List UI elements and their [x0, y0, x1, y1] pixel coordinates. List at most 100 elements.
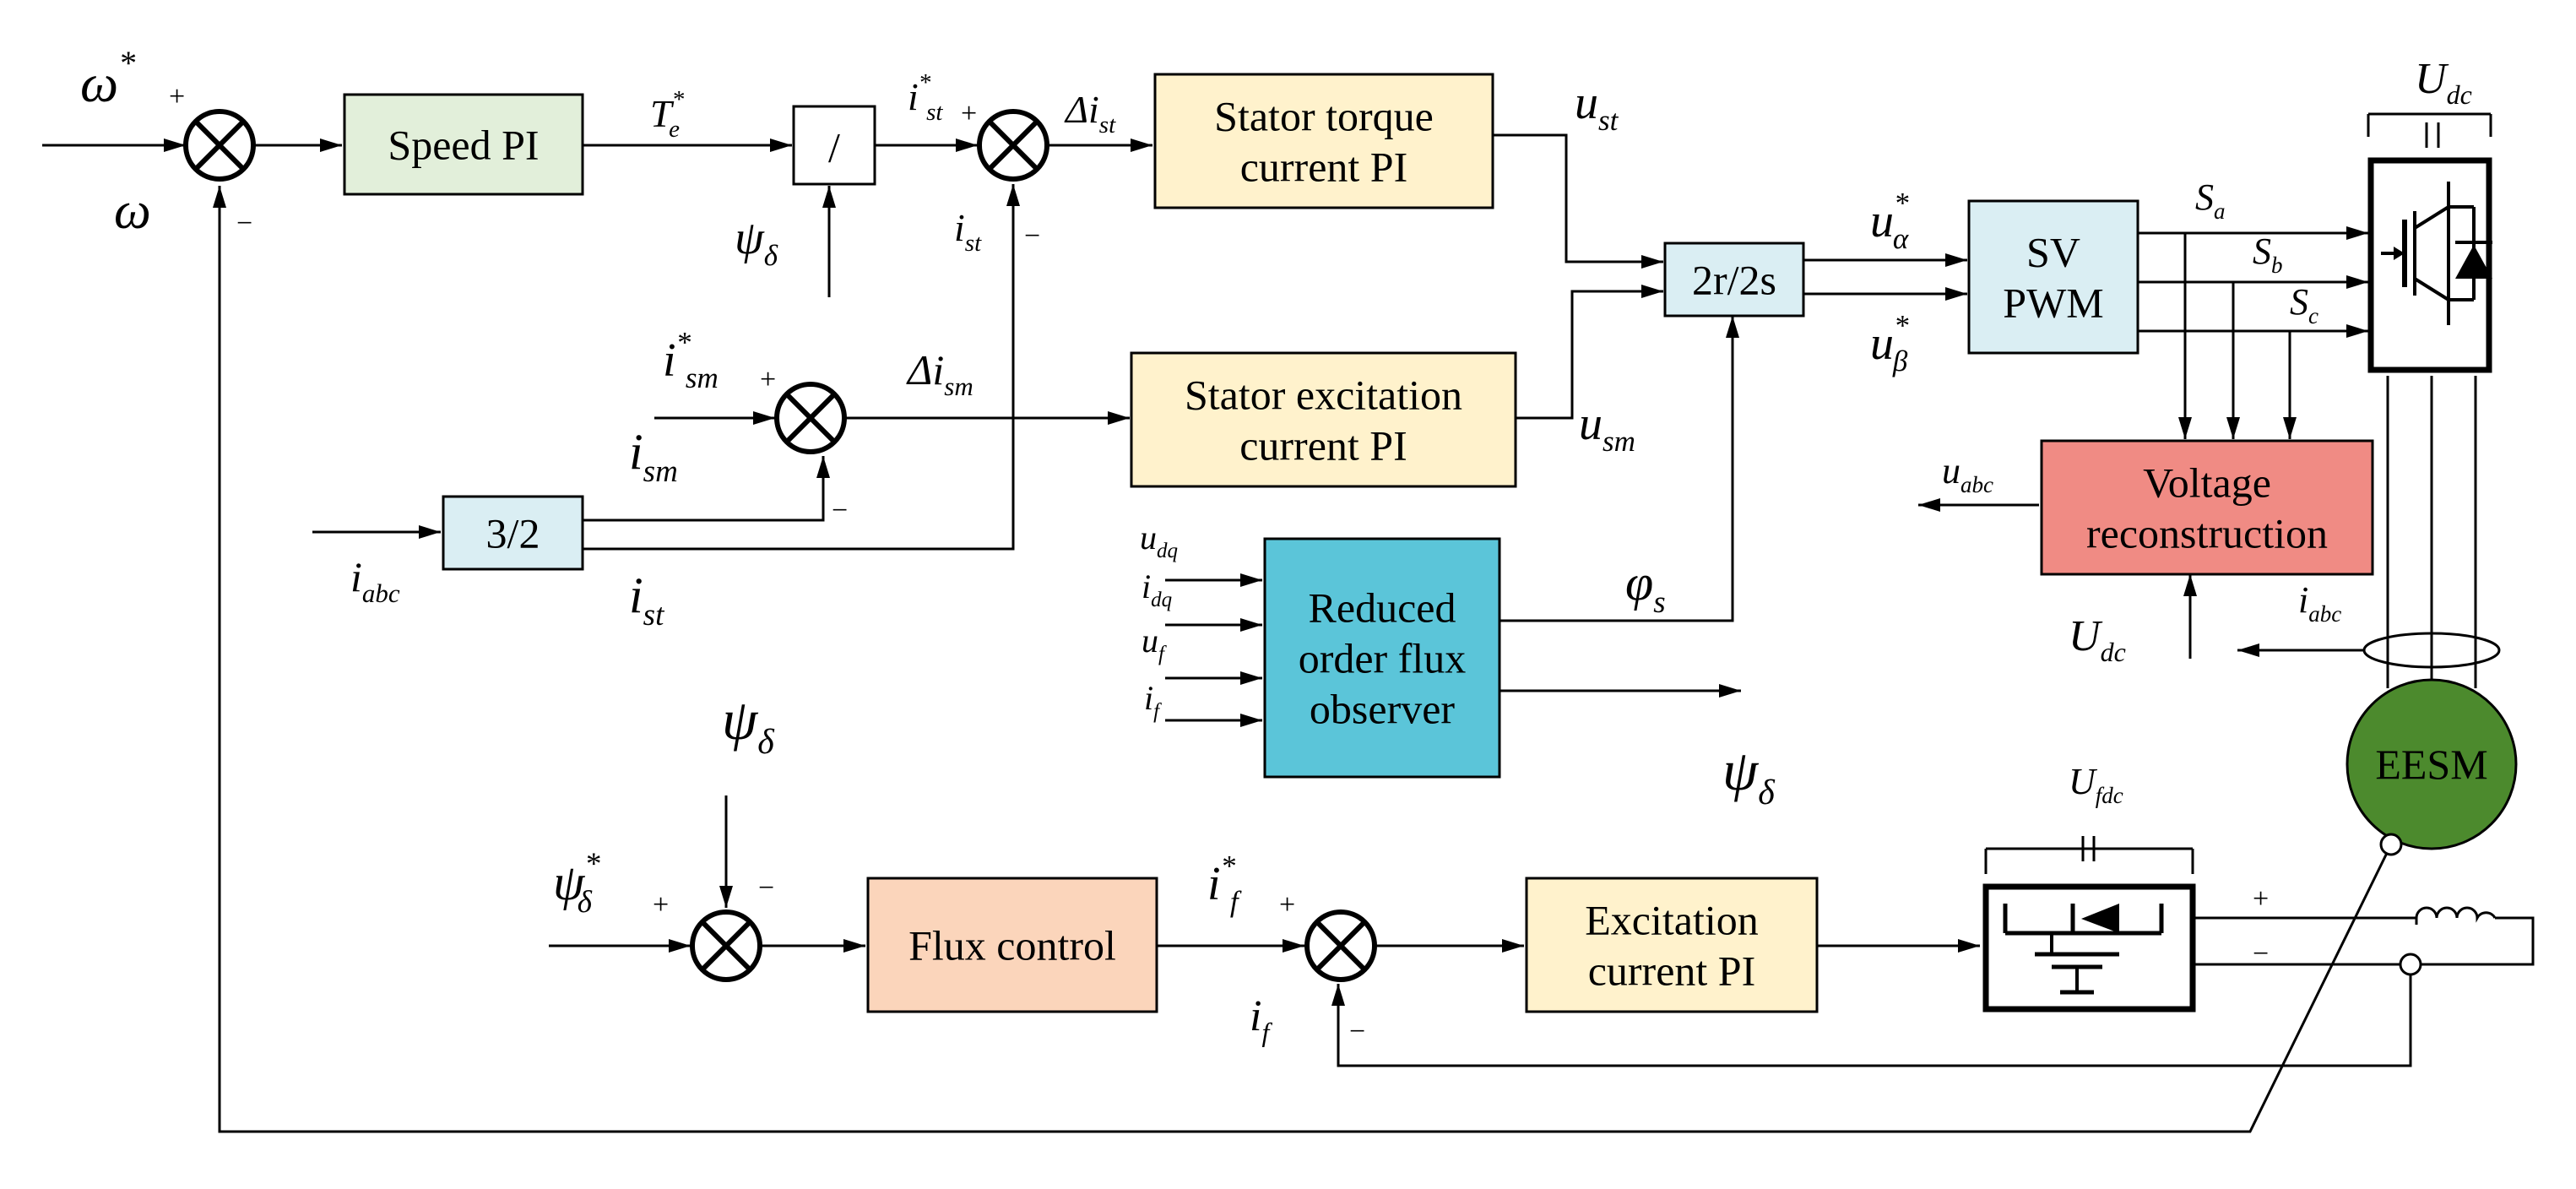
speed-pi-label: Speed PI [388, 122, 539, 169]
sign-plus: + [2253, 883, 2269, 915]
signal-if-fb: if [1250, 992, 1272, 1047]
motor-label: EESM [2375, 741, 2487, 788]
signal-symbol: S [2195, 176, 2214, 218]
sign-minus: − [236, 208, 252, 239]
signal-subscript: dq [1151, 589, 1172, 611]
signal-symbol: S [2253, 231, 2271, 272]
signal-symbol: ψ [722, 687, 759, 752]
signal-subscript: b [2271, 252, 2283, 278]
signal-subscript: δ [764, 239, 778, 272]
signal-u-beta: u*β [1870, 309, 1909, 377]
signal-sa: Sa [2195, 176, 2226, 224]
divide-label: / [828, 124, 840, 171]
signal-delta-ism: Δism [906, 346, 973, 401]
signal-symbol: u [1942, 450, 1960, 491]
sign-minus: − [758, 872, 774, 904]
signal-symbol: ψ [735, 212, 765, 264]
signal-subscript: δ [757, 723, 775, 762]
signal-symbol: ψ [1722, 738, 1760, 802]
signal-iabc-fb: iabc [2298, 579, 2341, 627]
signal-symbol: i [2298, 579, 2308, 621]
sum-junction-flux [690, 909, 762, 982]
signal-subscript: dq [1157, 540, 1178, 562]
reduced-order-flux-observer-label: order flux [1299, 635, 1467, 682]
signal-udq: udq [1140, 518, 1178, 562]
signal-ust: ust [1575, 77, 1619, 137]
signal-omega: ω [114, 182, 151, 240]
voltage-reconstruction-box [2040, 439, 2374, 576]
speed-pi-box [343, 93, 584, 196]
excitation-current-pi-box [1525, 877, 1819, 1013]
current-sensor-icon [2362, 632, 2501, 669]
reduced-order-flux-observer-label: observer [1310, 686, 1455, 733]
signal-symbol: ψ [553, 855, 586, 910]
signal-sc: Sc [2290, 281, 2318, 328]
excitation-current-pi-label: current PI [1588, 947, 1756, 995]
signal-subscript: s [1653, 585, 1665, 620]
signal-subscript: δ [578, 885, 593, 920]
signal-subscript: α [1893, 222, 1909, 255]
voltage-reconstruction-label: Voltage [2143, 459, 2271, 507]
signal-uf: uf [1142, 622, 1167, 665]
signal-symbol: u [1142, 622, 1158, 660]
sign-plus: + [760, 364, 776, 395]
signal-iabc-in: iabc [350, 553, 400, 608]
signal-symbol: u [1140, 518, 1157, 556]
flux-control-box [866, 877, 1158, 1013]
signal-symbol: i [350, 553, 362, 600]
signal-subscript: abc [2308, 601, 2341, 627]
signal-symbol: U [2415, 55, 2449, 103]
signal-symbol: i [908, 75, 919, 118]
signal-sb: Sb [2253, 231, 2283, 278]
motor-icon: EESM [2346, 678, 2518, 856]
signal-subscript: δ [1758, 774, 1776, 812]
signal-psi-delta-ref: ψ*δ [553, 847, 600, 920]
stator-torque-pi-label: Stator torque [1214, 93, 1434, 140]
svpwm-label: SV [2026, 229, 2080, 276]
signal-ist-ref: i*st [908, 69, 943, 126]
signal-symbol: U [2069, 612, 2103, 660]
signal-ism-ref: i*sm [663, 326, 719, 394]
signal-symbol: i [663, 334, 676, 387]
signal-uabc: uabc [1942, 450, 1993, 497]
flux-control-block: Flux control [866, 877, 1158, 1013]
signal-udc-top: Udc [2415, 55, 2472, 110]
junction-signs: + − + − + − + − + − + − [169, 81, 2269, 1047]
signal-subscript: abc [362, 578, 400, 608]
signal-subscript: dc [2101, 637, 2126, 667]
signal-omega-ref: ω* [80, 44, 135, 113]
signal-psi-delta-out: ψδ [1722, 738, 1776, 812]
signal-subscript: e [669, 116, 680, 143]
signal-symbol: i [1207, 858, 1221, 910]
signal-superscript: * [1894, 187, 1909, 220]
reduced-order-flux-observer-box [1263, 537, 1501, 779]
transform-2r2s-label: 2r/2s [1692, 257, 1776, 304]
signal-subscript: f [1261, 1017, 1272, 1047]
speed-pi-block: Speed PI [343, 93, 584, 196]
signal-subscript: fdc [2096, 783, 2123, 808]
signal-if-ref: i*f [1207, 850, 1242, 918]
signal-phi-s: φs [1625, 555, 1666, 620]
svpwm-box [1967, 199, 2139, 355]
sum-junction-excitation-current [774, 382, 847, 454]
signal-subscript: sm [944, 372, 973, 401]
signal-subscript: abc [1960, 472, 1993, 497]
svpwm-label: PWM [2003, 280, 2103, 327]
signal-subscript: a [2214, 198, 2226, 224]
signal-superscript: * [584, 847, 600, 882]
signal-symbol: u [1579, 398, 1603, 450]
sign-minus: − [832, 495, 848, 526]
signal-subscript: dc [2447, 79, 2472, 110]
signal-superscript: * [118, 44, 135, 82]
transform-2r2s-box [1663, 242, 1805, 318]
sum-junction-torque-current [977, 109, 1049, 182]
sum-junction-speed [183, 109, 256, 182]
signal-symbol: S [2290, 281, 2308, 323]
divide-block: / [792, 105, 876, 186]
signal-ism: ism [629, 424, 678, 489]
signal-ist-fb-1: ist [954, 206, 982, 257]
signal-symbol: u [1575, 77, 1598, 129]
signal-psi-delta-2: ψδ [722, 687, 775, 762]
